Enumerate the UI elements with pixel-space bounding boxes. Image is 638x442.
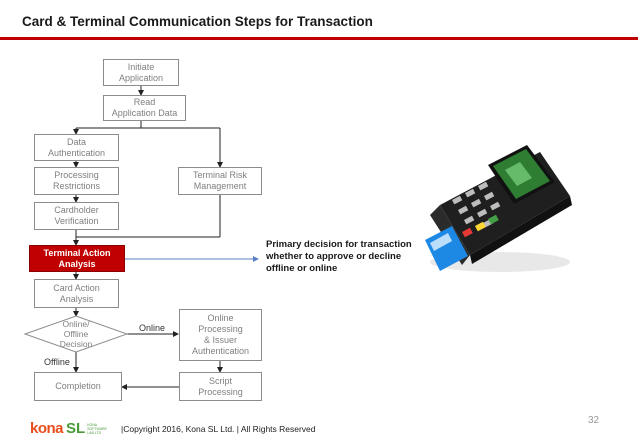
step-read-application-data: Read Application Data bbox=[103, 95, 186, 121]
step-online-processing: Online Processing & Issuer Authenticatio… bbox=[179, 309, 262, 361]
offline-label: Offline bbox=[44, 357, 70, 367]
title-rule bbox=[0, 37, 638, 40]
logo-kona-text: kona bbox=[30, 420, 64, 437]
logo-subtitle: KONA SOFTWARE LAB LTD bbox=[87, 422, 107, 435]
step-terminal-risk-management: Terminal Risk Management bbox=[178, 167, 262, 195]
step-terminal-action-analysis: Terminal Action Analysis bbox=[29, 245, 125, 272]
copyright-text: |Copyright 2016, Kona SL Ltd. | All Righ… bbox=[121, 424, 316, 434]
page-number: 32 bbox=[588, 415, 600, 426]
kona-logo: kona SL KONA SOFTWARE LAB LTD bbox=[30, 420, 109, 437]
step-script-processing: Script Processing bbox=[179, 372, 262, 401]
step-completion: Completion bbox=[34, 372, 122, 401]
page-title: Card & Terminal Communication Steps for … bbox=[22, 14, 373, 29]
step-initiate-application: Initiate Application bbox=[103, 59, 179, 86]
logo-sl-text: SL bbox=[66, 420, 86, 437]
step-cardholder-verification: Cardholder Verification bbox=[34, 202, 119, 230]
online-label: Online bbox=[139, 323, 166, 333]
decision-diamond bbox=[23, 315, 129, 353]
step-processing-restrictions: Processing Restrictions bbox=[34, 167, 119, 195]
payment-terminal-icon bbox=[425, 145, 572, 272]
step-data-authentication: Data Authentication bbox=[34, 134, 119, 161]
step-card-action-analysis: Card Action Analysis bbox=[34, 279, 119, 308]
decision-label: Online/ Offline Decision bbox=[59, 319, 93, 349]
terminal-action-note: Primary decision for transaction whether… bbox=[266, 239, 412, 274]
